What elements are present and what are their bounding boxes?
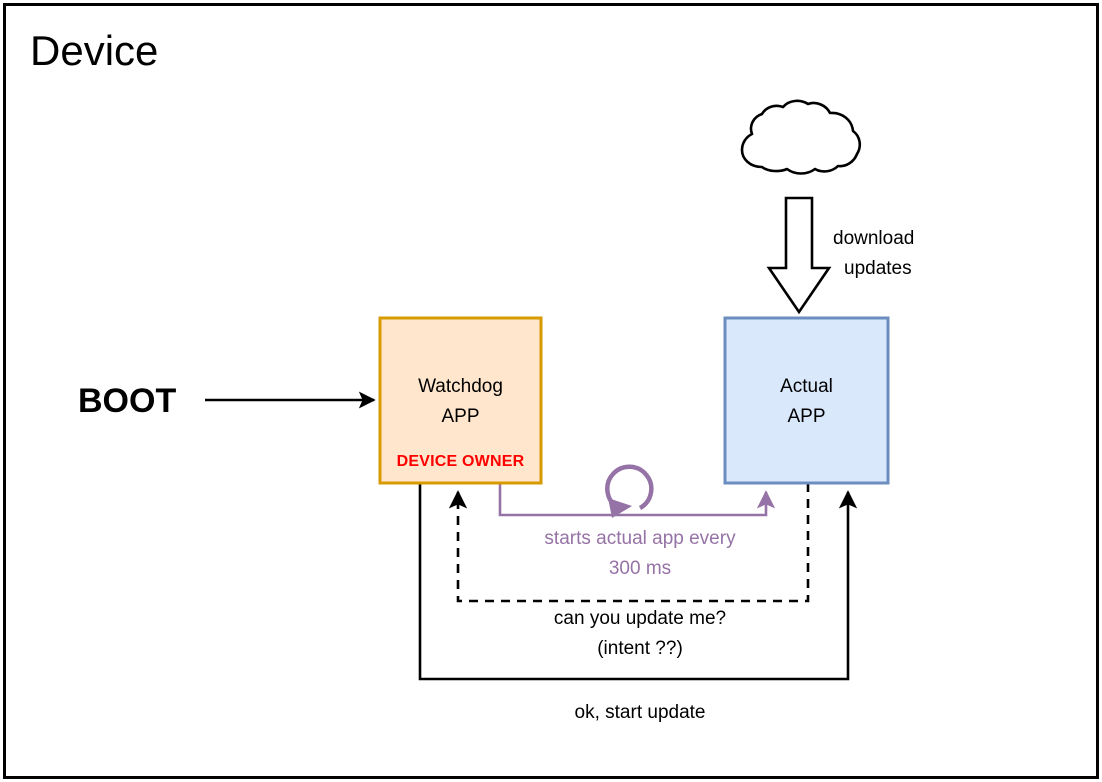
boot-label: BOOT xyxy=(78,382,176,420)
download-updates-label-line2: updates xyxy=(844,258,912,279)
update-request-label-line2: (intent ??) xyxy=(597,638,683,659)
edge-starts-actual-app xyxy=(498,483,776,517)
refresh-loop-icon xyxy=(605,464,654,518)
download-block-arrow-icon xyxy=(766,196,832,315)
download-updates-label-line1: download xyxy=(833,228,914,249)
update-request-label-line1: can you update me? xyxy=(554,608,726,629)
device-owner-badge: DEVICE OWNER xyxy=(397,453,525,470)
actual-app-label-line2: APP xyxy=(787,406,825,427)
actual-app-label-line1: Actual xyxy=(780,376,833,397)
edge-ok-start-update xyxy=(418,483,858,681)
loop-label-line1: starts actual app every xyxy=(544,528,736,549)
watchdog-app-label-line1: Watchdog xyxy=(418,376,503,397)
watchdog-app-label-line2: APP xyxy=(441,406,479,427)
node-watchdog-app[interactable]: Watchdog APP DEVICE OWNER xyxy=(378,316,543,485)
watchdog-app-box[interactable] xyxy=(378,316,543,485)
cloud-icon xyxy=(740,99,862,175)
actual-app-box[interactable] xyxy=(723,316,890,485)
device-frame-border xyxy=(3,3,1099,779)
page-title: Device xyxy=(30,27,158,74)
edge-can-you-update-me xyxy=(448,483,810,603)
node-actual-app[interactable]: Actual APP xyxy=(723,316,890,485)
loop-label-line2: 300 ms xyxy=(609,558,671,579)
update-ack-label: ok, start update xyxy=(575,702,706,723)
